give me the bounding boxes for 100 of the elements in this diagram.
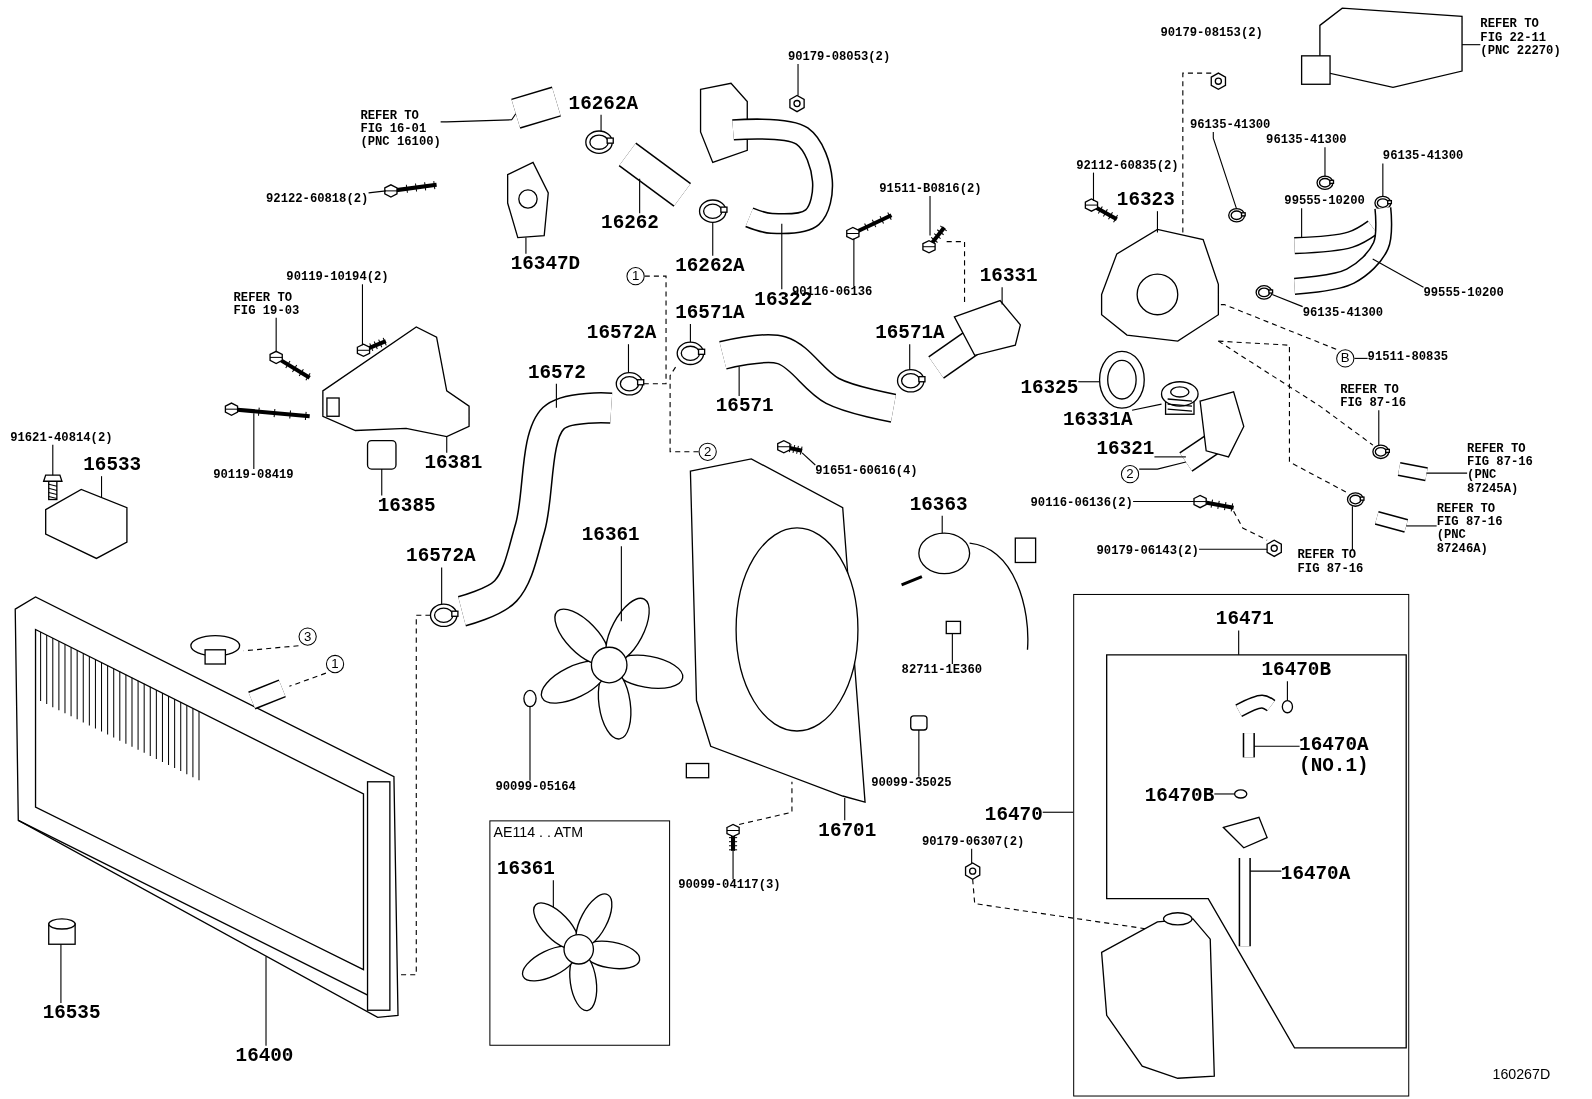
leader-line <box>844 797 846 821</box>
pipe-end-drawing <box>511 86 561 129</box>
part-number: 16363 <box>909 494 968 516</box>
part-number: 91651-60616(4) <box>815 465 918 479</box>
leader-line <box>253 412 255 470</box>
part-number: 90179-06143(2) <box>1096 545 1199 559</box>
callout-number: 2 <box>698 442 717 461</box>
clamp-icon <box>1228 207 1246 223</box>
reference-note: REFER TO FIG 16-01 (PNC 16100) <box>360 109 441 150</box>
stud-icon <box>1084 198 1119 223</box>
leader-line <box>1353 357 1369 359</box>
clamp-icon <box>1316 175 1335 191</box>
leader-line <box>1286 680 1288 702</box>
leader-line <box>801 452 816 466</box>
part-number: 99555-10200 <box>1284 194 1365 209</box>
leader-line <box>1238 629 1240 656</box>
stud-icon <box>1193 494 1234 512</box>
leader-line <box>1138 461 1187 470</box>
leader-line <box>368 190 387 194</box>
leader-line <box>1324 146 1326 178</box>
leader-line <box>1461 44 1481 46</box>
part-number: 16262 <box>601 213 659 235</box>
dashed-line <box>1233 510 1268 541</box>
part-number: 16361 <box>581 524 640 547</box>
part-number: 16572A <box>586 322 657 345</box>
part-number: 92122-60818(2) <box>266 192 369 207</box>
leader-line <box>1092 172 1095 202</box>
gasket-drawing <box>1098 350 1145 409</box>
leader-line <box>971 848 973 864</box>
part-number: 16470B <box>1144 785 1215 807</box>
leader-line <box>781 223 783 290</box>
hose-drawing <box>618 142 692 207</box>
part-number: 16701 <box>818 820 877 842</box>
part-number: 96135-41300 <box>1382 150 1464 164</box>
bolt-icon <box>269 350 311 381</box>
clamp-icon <box>1346 492 1365 507</box>
part-number: 90116-06136(2) <box>1030 496 1133 510</box>
part-number: 90119-10194(2) <box>286 271 389 285</box>
leader-line <box>446 436 448 454</box>
fan-drawing <box>540 597 684 740</box>
part-number: 16470A (NO.1) <box>1299 734 1381 777</box>
part-number: 90179-06307(2) <box>921 835 1025 849</box>
part-number: 99555-10200 <box>1423 287 1504 301</box>
gasket-drawing <box>507 161 549 239</box>
stud-icon <box>846 212 893 241</box>
reference-note: REFER TO FIG 87-16 <box>1297 549 1364 577</box>
bolt-icon <box>224 402 310 421</box>
clip-icon <box>523 689 537 708</box>
thermostat-drawing <box>1160 381 1199 415</box>
part-number: 16535 <box>42 1003 101 1025</box>
drain-plug-drawing <box>48 918 76 945</box>
reserve-tank-drawing <box>1100 911 1215 1079</box>
part-number: 16572 <box>527 362 586 384</box>
figure-code: 160267D <box>1492 1066 1551 1083</box>
callout-number: 2 <box>1120 465 1140 484</box>
bolt-icon <box>922 225 948 254</box>
part-number: 16331 <box>979 266 1038 288</box>
hose-drawing <box>1374 510 1409 533</box>
part-number: 82711-1E360 <box>901 664 982 678</box>
leader-line <box>918 729 920 778</box>
leader-line <box>1351 505 1353 550</box>
leader-line <box>1301 207 1303 239</box>
part-number: 96135-41300 <box>1302 306 1384 320</box>
thermostat-housing-drawing <box>1100 228 1220 342</box>
leader-line <box>1077 381 1101 383</box>
leader-line <box>941 515 943 534</box>
reference-note: REFER TO FIG 87-16 (PNC 87246A) <box>1436 502 1518 557</box>
leader-line <box>1378 409 1380 446</box>
part-number: 90099-04117(3) <box>678 879 781 893</box>
dashed-line <box>738 781 793 825</box>
hose-drawing <box>1238 857 1251 946</box>
nut-icon <box>1266 539 1282 558</box>
clamp-icon <box>1374 195 1393 211</box>
part-number: 16262A <box>675 255 745 278</box>
leader-line <box>1132 501 1196 503</box>
clamp-icon <box>585 130 614 154</box>
leader-line <box>52 444 54 476</box>
dashed-line <box>1217 340 1374 446</box>
bolt-icon <box>777 439 803 456</box>
clamp-icon <box>1255 285 1274 300</box>
hose-drawing <box>1294 220 1378 255</box>
part-number: 16323 <box>1116 189 1175 212</box>
bolt-icon <box>356 337 387 358</box>
leader-line <box>1042 811 1074 813</box>
clamp-icon <box>615 371 645 396</box>
part-number: 16471 <box>1215 608 1274 630</box>
part-number: 16325 <box>1020 377 1079 399</box>
bolt-icon <box>726 823 740 851</box>
bracket-drawing <box>45 488 128 560</box>
leader-line <box>732 850 734 880</box>
part-number: 91511-B0816(2) <box>879 182 982 197</box>
part-number: 16470 <box>984 805 1043 827</box>
clamp-icon <box>896 368 926 393</box>
water-pipe-drawing <box>699 82 834 235</box>
leader-line <box>361 283 363 346</box>
leader-line <box>1213 793 1236 795</box>
leader-line <box>600 114 602 132</box>
cushion-icon <box>366 439 397 470</box>
leader-line <box>1372 258 1424 288</box>
leader-line <box>529 706 531 782</box>
